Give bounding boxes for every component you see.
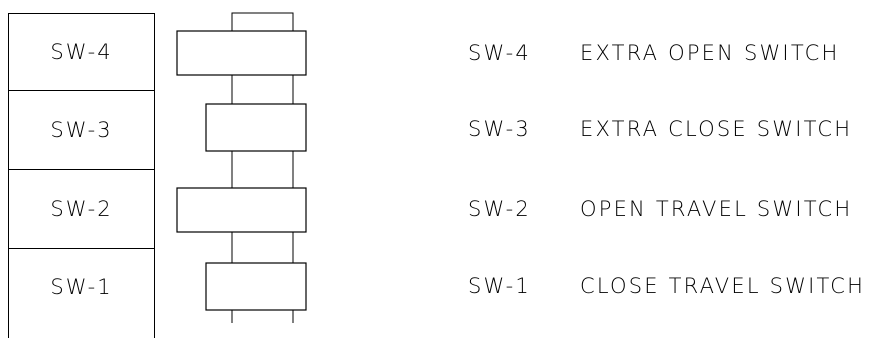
cam-sw-1 <box>205 262 307 311</box>
cam-sw-4 <box>176 30 307 76</box>
legend-code: SW-3 <box>468 117 531 141</box>
legend-description: OPEN TRAVEL SWITCH <box>580 197 853 221</box>
switch-label-box-sw-3: SW-3 <box>8 90 155 170</box>
cam-sw-3 <box>205 103 307 152</box>
legend-description: EXTRA CLOSE SWITCH <box>580 117 853 141</box>
switch-label-box-sw-1: SW-1 <box>8 248 155 338</box>
legend-row-sw-4: SW-4 EXTRA OPEN SWITCH <box>468 40 839 66</box>
legend-code: SW-1 <box>468 274 531 298</box>
shaft-top-cap <box>231 12 294 32</box>
switch-label-box-sw-4: SW-4 <box>8 13 155 91</box>
legend-row-sw-2: SW-2 OPEN TRAVEL SWITCH <box>468 196 852 222</box>
switch-cam-diagram <box>176 12 307 323</box>
cam-sw-2 <box>176 187 307 233</box>
legend-description: EXTRA OPEN SWITCH <box>580 41 840 65</box>
legend-description: CLOSE TRAVEL SWITCH <box>580 274 866 298</box>
legend-code: SW-4 <box>468 41 531 65</box>
switch-label-box-sw-2: SW-2 <box>8 169 155 249</box>
legend-row-sw-3: SW-3 EXTRA CLOSE SWITCH <box>468 116 852 142</box>
legend-row-sw-1: SW-1 CLOSE TRAVEL SWITCH <box>468 273 865 299</box>
legend-code: SW-2 <box>468 197 531 221</box>
